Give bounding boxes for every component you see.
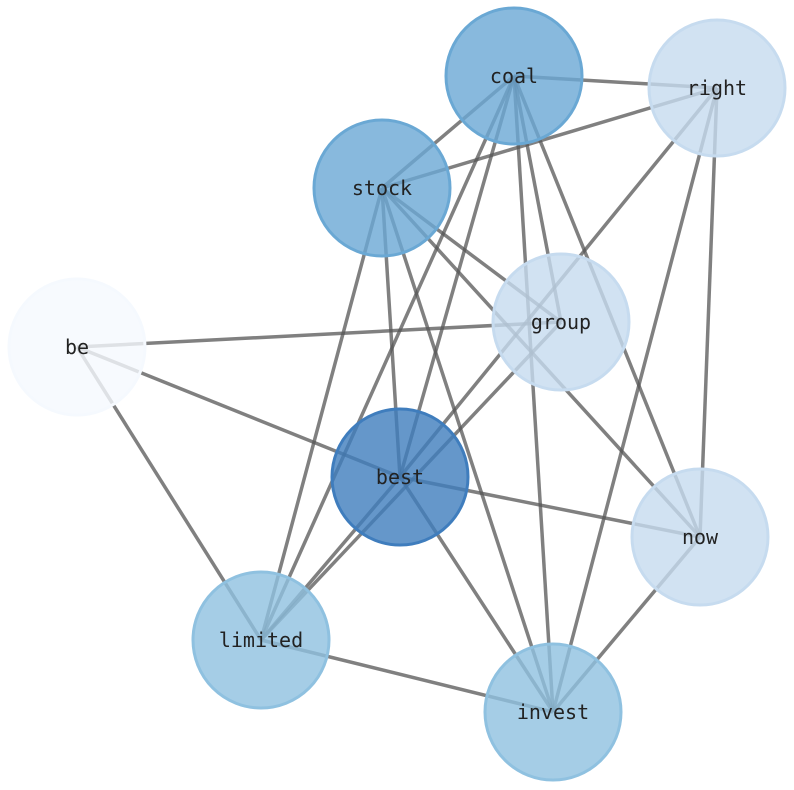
node-circle [312,118,452,258]
node-circle [491,252,631,392]
node-invest[interactable]: invest [483,642,623,782]
node-coal[interactable]: coal [444,6,584,146]
node-label: invest [517,700,589,724]
node-limited[interactable]: limited [191,570,331,710]
edge-be-group [76,320,562,349]
node-now[interactable]: now [630,467,770,607]
node-circle [7,277,147,417]
node-be[interactable]: be [7,277,147,417]
node-label: best [376,465,424,489]
node-label: now [682,525,719,549]
node-label: right [687,76,747,100]
edge-right-now [698,87,719,538]
node-circle [191,570,331,710]
node-label: stock [352,176,412,200]
edge-stock-limited [259,187,384,641]
node-circle [630,467,770,607]
node-best[interactable]: best [330,407,470,547]
node-label: coal [490,64,538,88]
node-stock[interactable]: stock [312,118,452,258]
edge-stock-invest [380,187,555,713]
edge-coal-limited [259,75,516,641]
node-circle [444,6,584,146]
nodes: coal right stock group be best now limited inves… [7,6,787,782]
node-circle [330,407,470,547]
edge-coal-invest [512,75,555,713]
edge-right-invest [551,87,719,713]
node-right[interactable]: right [647,18,787,158]
node-label: limited [219,628,303,652]
node-label: group [531,310,591,334]
node-circle [483,642,623,782]
node-circle [647,18,787,158]
node-label: be [65,335,89,359]
node-group[interactable]: group [491,252,631,392]
